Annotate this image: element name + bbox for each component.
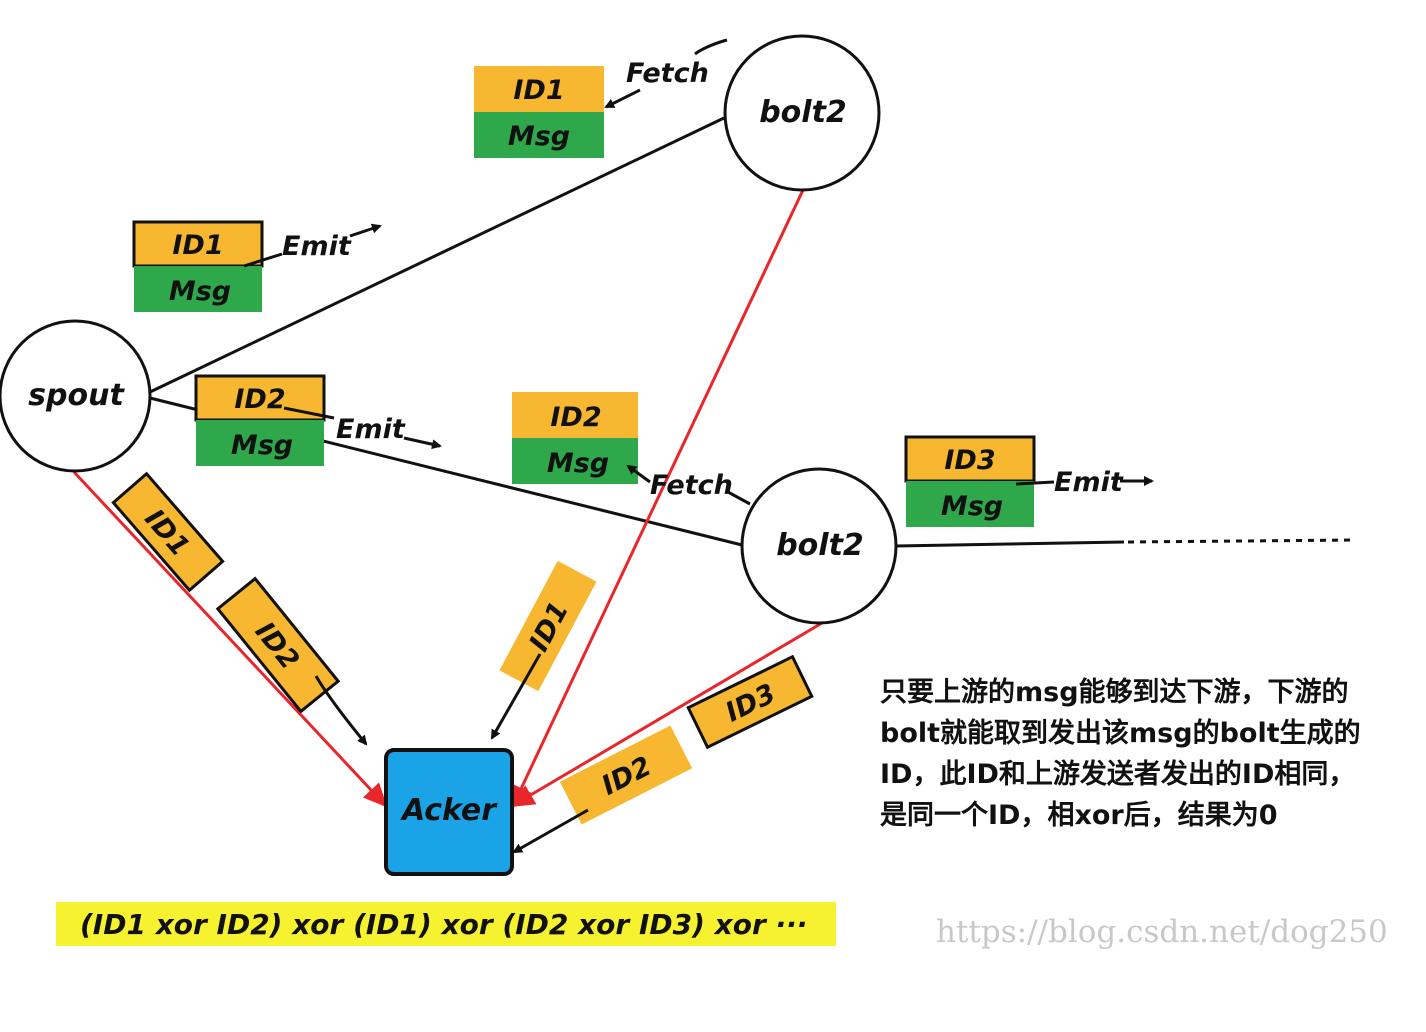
packet-msg-label: Msg (169, 276, 231, 307)
ack-arrow-bolt-top (490, 653, 542, 740)
spout-label: spout (28, 378, 125, 413)
note-line: bolt就能取到发出该msg的bolt生成的 (880, 717, 1361, 749)
emit-spout-top-tick (243, 252, 283, 268)
formula-highlight (56, 902, 836, 946)
fetch-top-arrow (604, 88, 641, 109)
edge-bolt-mid-downstream (895, 540, 1125, 548)
emit-spout-top-label: Emit (282, 231, 352, 262)
emit-spout-mid-tick (283, 406, 335, 420)
emit-bolt-mid-label: Emit (1054, 467, 1124, 498)
emit-spout-mid-label: Emit (336, 414, 406, 445)
packet-emitted-by-spout-mid: ID2 Msg (194, 374, 326, 466)
fetch-mid-label: Fetch (650, 470, 733, 501)
emit-bolt-mid-tick (1015, 480, 1055, 486)
fetch-top-label: Fetch (626, 58, 709, 89)
xor-formula: (ID1 xor ID2) xor (ID1) xor (ID2 xor ID3… (56, 902, 836, 946)
acker-label: Acker (400, 793, 498, 828)
emit-spout-mid-arrow (403, 436, 442, 450)
edge-spout-bolt-top (149, 116, 725, 394)
ack-arrow-bolt-mid (512, 808, 589, 854)
note-line: ID，此ID和上游发送者发出的ID相同， (880, 758, 1355, 790)
formula-text: (ID1 xor ID2) xor (ID1) xor (ID2 xor ID3… (80, 908, 807, 941)
packet-msg-label: Msg (231, 430, 293, 461)
emit-spout-top-arrow (349, 223, 382, 238)
bolt-mid-label: bolt2 (776, 528, 864, 563)
ack-line-spout (72, 470, 388, 808)
fetch-mid-tick (727, 490, 751, 506)
ack-line-bolt-mid (510, 621, 823, 808)
packet-id-label: ID3 (944, 445, 995, 476)
packet-id-label: ID2 (550, 402, 601, 433)
note-line: 是同一个ID，相xor后，结果为0 (880, 800, 1278, 831)
edge-bolt-top-stub (694, 38, 728, 56)
ack-token-bolt-mid-id3: ID3 (686, 654, 814, 750)
ack-token-bolt-mid-id2: ID2 (559, 725, 693, 825)
edge-bolt-mid-downstream-dotted (1127, 538, 1357, 544)
ack-line-bolt-top (510, 189, 805, 810)
packet-id-label: ID1 (513, 75, 564, 106)
packet-fetched-by-bolt-mid: ID2 Msg (512, 392, 638, 484)
bolt-mid-node: bolt2 (740, 467, 898, 625)
watermark: https://blog.csdn.net/dog250 (936, 914, 1388, 950)
ack-token-bolt-top-id1: ID1 (499, 560, 597, 692)
fetch-mid-arrow (626, 464, 651, 484)
packet-msg-label: Msg (547, 448, 609, 479)
note-line: 只要上游的msg能够到达下游，下游的 (880, 676, 1349, 708)
explanation-note: 只要上游的msg能够到达下游，下游的 bolt就能取到发出该msg的bolt生成… (880, 676, 1361, 831)
packet-id-label: ID2 (234, 384, 285, 415)
bolt-top-label: bolt2 (759, 95, 847, 130)
packet-emitted-by-spout-top: ID1 Msg (132, 220, 264, 312)
packet-id-label: ID1 (172, 230, 223, 261)
packet-msg-label: Msg (941, 491, 1003, 522)
packet-fetched-by-bolt-top: ID1 Msg (474, 66, 604, 158)
bolt-top-node: bolt2 (723, 34, 881, 192)
packet-msg-label: Msg (508, 121, 570, 152)
acker-node: Acker (384, 748, 514, 876)
spout-node: spout (0, 319, 152, 473)
ack-arrow-spout (314, 675, 368, 746)
packet-emitted-by-bolt-mid: ID3 Msg (904, 435, 1036, 527)
